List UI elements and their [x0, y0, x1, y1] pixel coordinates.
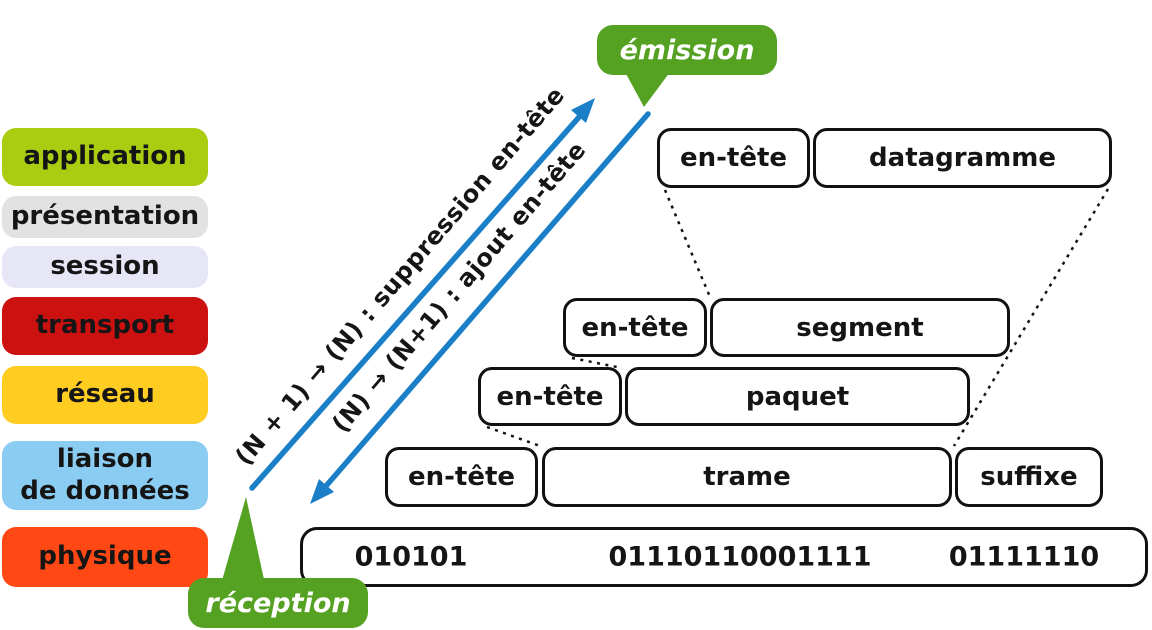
layer-reseau-label: réseau — [55, 379, 155, 410]
pdu-paquet-label: paquet — [745, 381, 850, 412]
layer-physique: physique — [2, 527, 208, 587]
layer-reseau: réseau — [2, 366, 208, 424]
pdu-box-entete-trame: en-tête — [385, 447, 538, 507]
layer-liaison: liaison de données — [2, 441, 208, 510]
dotted-connector-paquet-trame — [486, 425, 541, 448]
pdu-box-paquet: paquet — [625, 367, 970, 426]
dotted-connector-datagramme-segment — [663, 189, 712, 298]
reception-bubble-tail — [221, 497, 265, 584]
pdu-box-binary-frame: 010101 01110110001111 01111110 — [300, 527, 1148, 587]
pdu-datagramme-label: datagramme — [869, 143, 1056, 173]
emission-bubble-tail — [625, 72, 670, 107]
pdu-suffixe-label: suffixe — [980, 462, 1078, 492]
layer-session-label: session — [50, 251, 160, 282]
layer-application: application — [2, 128, 208, 186]
binary-suffix-bits: 01111110 — [948, 541, 1100, 573]
layer-application-label: application — [23, 141, 187, 172]
emission-bubble-label: émission — [619, 34, 755, 66]
pdu-box-segment: segment — [710, 298, 1010, 357]
arrow-ajout-head — [310, 479, 334, 504]
pdu-box-entete-segment: en-tête — [563, 298, 707, 357]
reception-bubble-label: réception — [205, 587, 351, 619]
pdu-segment-label: segment — [796, 312, 924, 343]
emission-bubble: émission — [597, 25, 777, 75]
pdu-entete-label: en-tête — [679, 143, 788, 173]
pdu-box-trame: trame — [542, 447, 952, 507]
layer-physique-label: physique — [38, 541, 172, 572]
pdu-entete-label: en-tête — [496, 381, 604, 412]
reception-bubble: réception — [188, 578, 368, 628]
layer-liaison-label-line1: liaison — [56, 443, 154, 474]
pdu-box-suffixe: suffixe — [955, 447, 1103, 507]
layer-transport: transport — [2, 297, 208, 355]
layer-transport-label: transport — [35, 310, 175, 341]
pdu-box-entete-datagramme: en-tête — [657, 128, 810, 188]
pdu-entete-label: en-tête — [581, 312, 689, 343]
pdu-box-datagramme: datagramme — [813, 128, 1112, 188]
arrow-suppression-line — [249, 113, 583, 491]
layer-presentation-label: présentation — [10, 201, 200, 232]
pdu-trame-label: trame — [703, 462, 791, 492]
binary-header-bits: 010101 — [354, 541, 468, 573]
binary-payload-bits: 01110110001111 — [608, 541, 872, 573]
layer-presentation: présentation — [2, 196, 208, 238]
layer-session: session — [2, 246, 208, 288]
layer-liaison-label-line2: de données — [20, 475, 190, 506]
pdu-box-entete-paquet: en-tête — [478, 367, 622, 426]
pdu-entete-label: en-tête — [407, 462, 516, 492]
